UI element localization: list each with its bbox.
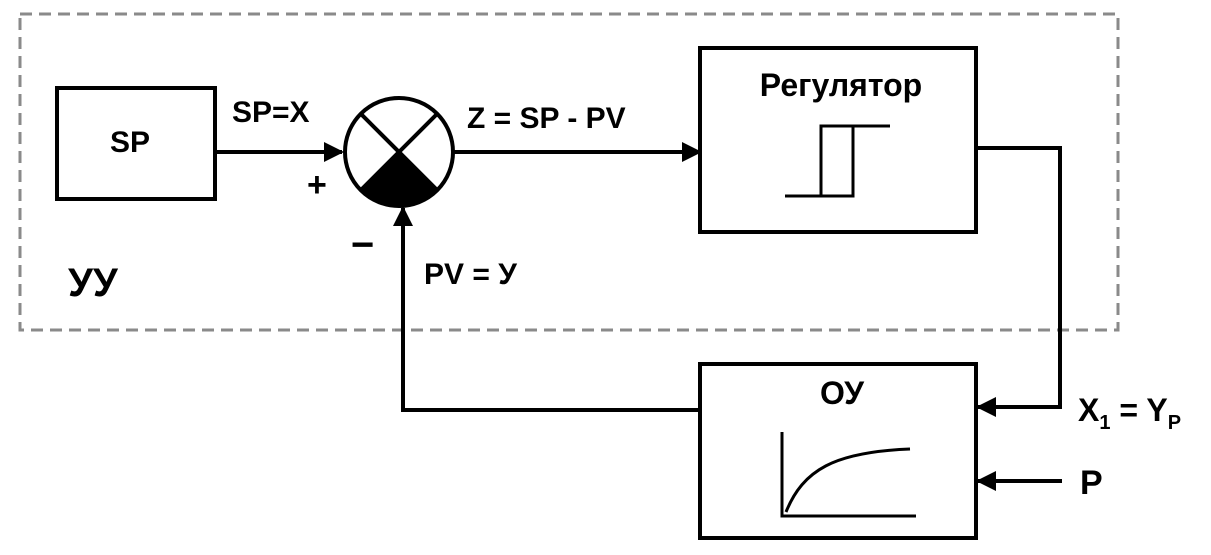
setpoint-block: SP (55, 86, 217, 201)
control-signal-label: X1 = YP (1078, 392, 1181, 434)
feedback-signal-line (393, 206, 700, 412)
summing-junction (343, 96, 455, 208)
minus-sign: − (351, 223, 374, 267)
control-signal-line (976, 146, 1062, 417)
control-signal-subscript: 1 (1099, 412, 1110, 434)
relay-characteristic-icon (785, 124, 890, 198)
control-device-region (18, 12, 1120, 332)
control-signal-eq-subscript: P (1168, 412, 1181, 434)
plant-step-response-icon (784, 447, 911, 513)
disturbance-signal-label: P (1080, 464, 1103, 502)
control-device-label: УУ (68, 261, 119, 305)
error-signal-label: Z = SP - PV (467, 102, 626, 135)
setpoint-block-label: SP (110, 126, 150, 159)
summing-junction-negative-sector (360, 152, 438, 207)
plus-sign: + (307, 166, 327, 204)
plant-axes-icon (780, 432, 916, 518)
feedback-signal-label: PV = У (424, 258, 517, 291)
plant-block-label: ОУ (820, 375, 865, 411)
setpoint-signal-label: SP=X (232, 96, 310, 129)
plant-block: ОУ (698, 362, 978, 540)
controller-block-label: Регулятор (760, 67, 922, 103)
controller-block: Регулятор (698, 46, 978, 234)
